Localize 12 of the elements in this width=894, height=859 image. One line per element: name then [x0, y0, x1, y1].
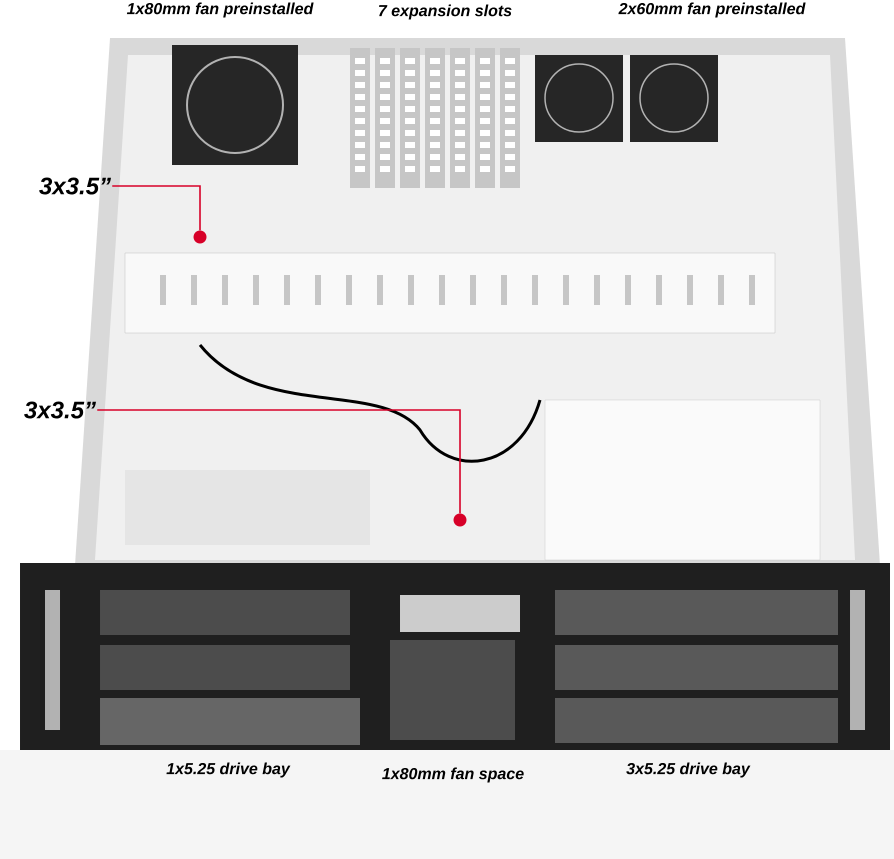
- leader-line: [97, 409, 461, 514]
- callout-label: 3x3.5”: [24, 402, 96, 418]
- part-label: 7 expansion slots: [378, 4, 512, 20]
- marker-dot: [194, 230, 206, 244]
- part-label: 1x5.25 drive bay: [166, 762, 290, 778]
- callout-label: 3x3.5”: [39, 178, 111, 194]
- part-label: 2x60mm fan preinstalled: [618, 2, 806, 18]
- part-label: 1x80mm fan preinstalled: [126, 2, 314, 18]
- part-label: 1x80mm fan space: [382, 768, 524, 782]
- marker-dot: [454, 514, 466, 526]
- leader-line: [112, 185, 201, 230]
- part-label: 3x5.25 drive bay: [626, 762, 750, 778]
